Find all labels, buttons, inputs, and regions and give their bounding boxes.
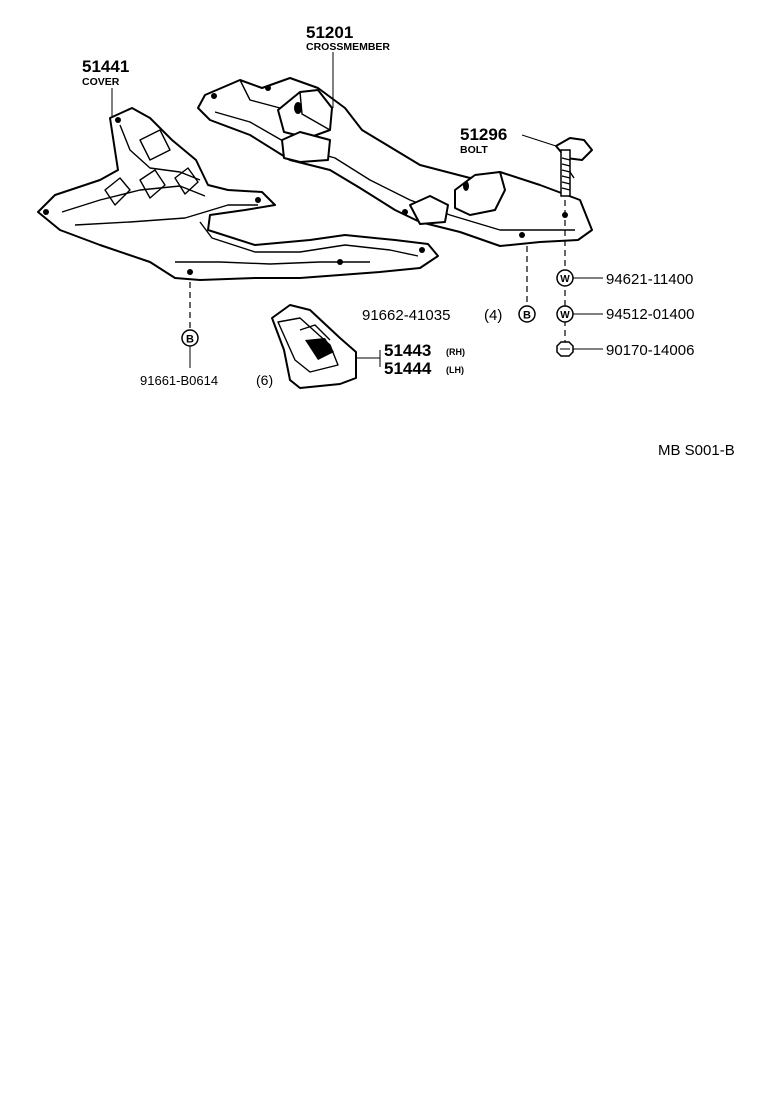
cover-bolt-part-number: 91661-B0614 <box>140 373 218 388</box>
nut-icon <box>556 341 574 357</box>
svg-text:W: W <box>560 274 570 285</box>
shield-rh-part-number: 51443 <box>384 341 431 360</box>
b-symbol-cross: B <box>518 305 536 323</box>
washer-symbol-2: W <box>556 305 574 323</box>
washer-2-part-number: 94512-01400 <box>606 306 694 323</box>
cover-drawing <box>37 107 439 281</box>
cross-bolt-qty: (4) <box>484 307 502 324</box>
bolt-drawing <box>555 137 593 197</box>
svg-text:B: B <box>523 310 531 322</box>
shield-lh-part-number: 51444 <box>384 359 432 378</box>
crossmember-label: CROSSMEMBER <box>306 41 390 53</box>
bolt-part-number: 51296 <box>460 125 507 144</box>
cover-label: COVER <box>82 76 120 88</box>
cover-bolt-qty: (6) <box>256 372 273 388</box>
b-symbol-cover: B <box>181 329 199 347</box>
washer-symbol-1: W <box>556 269 574 287</box>
bolt-label: BOLT <box>460 144 488 156</box>
cover-part-number: 51441 <box>82 57 129 76</box>
crossmember-part-number: 51201 <box>306 23 353 42</box>
cross-bolt-part-number: 91662-41035 <box>362 307 450 324</box>
nut-part-number: 90170-14006 <box>606 342 694 359</box>
svg-text:B: B <box>186 334 194 346</box>
washer-1-part-number: 94621-11400 <box>606 271 693 288</box>
shield-lh-side: (LH) <box>446 365 464 375</box>
diagram-code: MB S001-B <box>658 442 735 459</box>
shield-rh-side: (RH) <box>446 347 465 357</box>
svg-text:W: W <box>560 310 570 321</box>
crossmember-drawing <box>197 77 593 247</box>
shield-drawing <box>271 304 357 389</box>
